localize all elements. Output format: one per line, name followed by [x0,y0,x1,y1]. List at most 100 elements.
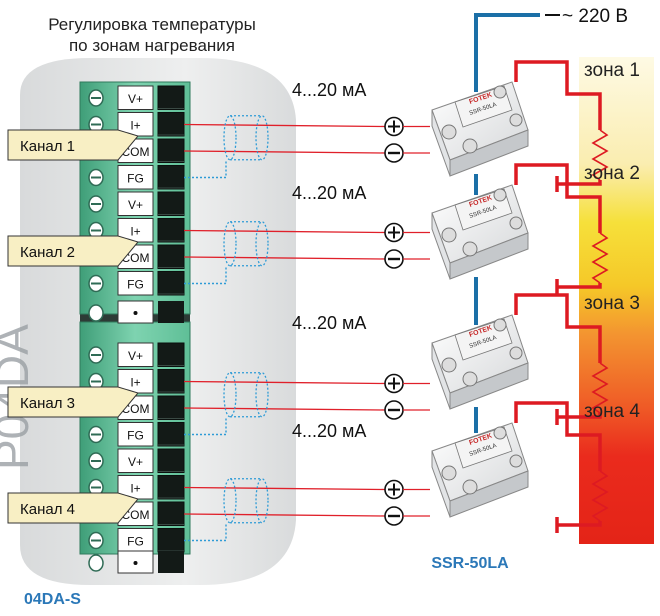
signal-label: 4...20 мА [292,80,366,100]
screw-icon [88,554,104,572]
shield-drain-wire [184,161,227,179]
terminal-socket [158,301,184,323]
terminal-label: COM [122,402,150,416]
terminal-socket [157,244,185,269]
terminal-socket [157,191,185,216]
heater-wire-top [514,60,602,130]
heating-zones-strip [579,57,654,544]
terminal-socket [157,138,185,163]
relay-screw-icon [509,216,523,230]
heater-wire-top [514,163,602,233]
relay-screw-icon [493,85,507,99]
terminal-socket [157,395,185,420]
cable-shield [223,372,237,418]
channel-label: Канал 1 [20,138,75,155]
cable-shield [255,115,269,161]
terminal-socket [158,551,184,573]
terminal-socket [157,475,185,500]
terminal-label-box [117,448,154,473]
heater-resistor-icon [591,129,609,181]
terminal-socket [157,218,185,243]
heater-wire-bottom [557,521,602,527]
terminal-label: FG [127,535,144,549]
terminal-label: COM [122,508,150,522]
terminal-socket [157,369,185,394]
heaters: зона 1 зона 2 зона 3 зона 4 [514,60,640,533]
heater [514,293,609,425]
signal-label: 4...20 мА [292,421,366,441]
title-line-2: по зонам нагревания [69,36,235,55]
terminal-label: V+ [128,198,143,212]
wire-plus [183,229,386,234]
terminal-label-box [117,85,154,110]
terminal-label: V+ [128,349,143,363]
channel-label: Канал 2 [20,244,75,261]
heater [514,401,609,533]
mains-line [474,13,540,92]
cable-shield [255,478,269,524]
terminal-dot [133,561,138,565]
relay-screw-icon [509,346,523,360]
terminal-label: FG [127,278,144,292]
channel-label: Канал 3 [20,395,75,412]
terminal-socket [157,165,185,190]
relay-screw-icon [441,227,457,243]
relay-screw-icon [509,454,523,468]
relay-screw-icon [493,318,507,332]
plus-sign [388,483,400,496]
relay-screw-icon [462,371,478,387]
terminal-label: I+ [130,376,140,390]
relay-body-front [431,342,451,410]
terminal-socket [157,271,185,296]
shield-drain-wire [184,524,227,542]
plus-sign [388,226,400,239]
terminal-socket [157,528,185,553]
terminal-socket [157,342,185,367]
wire-plus [183,123,386,128]
signal-wires: 4...20 мА4...20 мА4...20 мА4...20 мА [183,80,430,542]
wire-plus [183,486,386,491]
terminal-label: V+ [128,92,143,106]
heater-resistor-icon [591,470,609,522]
zone-label: зона 4 [584,401,640,422]
terminal-socket [157,422,185,447]
cable-shield [223,115,237,161]
terminal-socket [157,448,185,473]
cable-shield [223,221,237,267]
plus-sign [388,120,400,133]
terminal-label-box [117,271,154,296]
relay-body-front [431,450,451,518]
terminal-label: I+ [130,119,140,133]
terminal-dot [133,311,138,315]
shield-drain-wire [184,418,227,436]
relay-screw-icon [493,188,507,202]
terminal-label: V+ [128,455,143,469]
wire-minus [183,513,386,517]
relay-screw-icon [462,479,478,495]
wire-minus [183,256,386,260]
terminal-label-box [117,165,154,190]
title-line-1: Регулировка температуры [48,15,256,34]
relay-screw-icon [441,124,457,140]
module-caption: 04DA-S [24,591,81,608]
terminal-label: FG [127,172,144,186]
channel-tag [7,235,139,267]
zone-label: зона 3 [584,293,640,314]
shield-drain-wire [184,267,227,285]
terminal-socket [157,501,185,526]
heater-resistor-icon [591,232,609,284]
terminal-label-box [117,342,154,367]
relay-screw-icon [493,426,507,440]
screw-icon [88,304,104,322]
wire-plus [183,380,386,385]
relay-body-front [431,109,451,177]
zone-label: зона 1 [584,60,640,81]
relays: FOTEKSSR-50LAFOTEKSSR-50LAFOTEKSSR-50LAF… [431,81,529,518]
zone-label: зона 2 [584,163,640,184]
relay-screw-icon [441,357,457,373]
